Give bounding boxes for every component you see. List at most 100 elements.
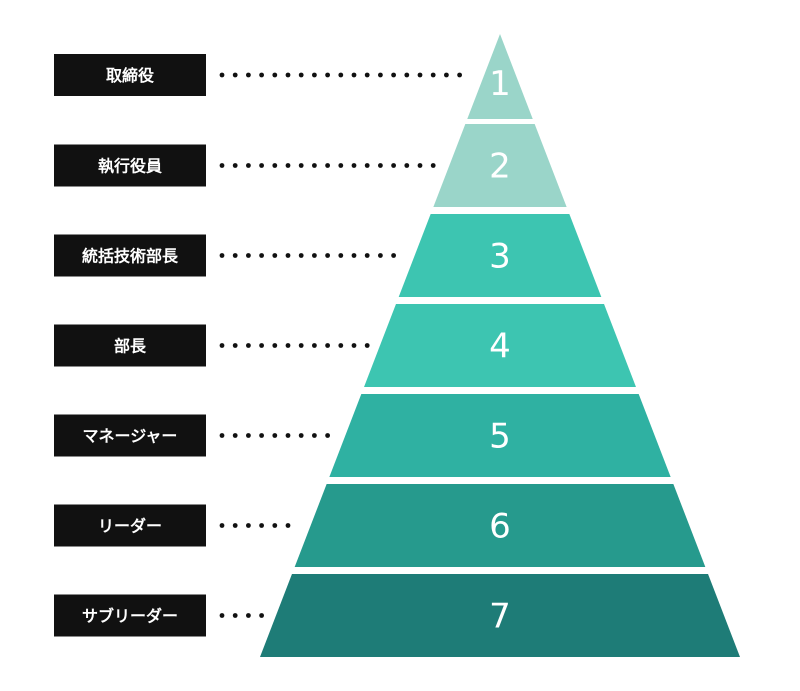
tier-number-2: 2	[489, 147, 511, 187]
role-label-box-2	[54, 144, 206, 187]
connector-dot	[246, 72, 251, 78]
connector-dot	[219, 343, 225, 348]
connector-dot	[391, 253, 396, 258]
role-label-box-1	[54, 54, 206, 96]
connector-dot	[378, 72, 383, 78]
connector-dot	[351, 72, 357, 78]
connector-dot	[272, 253, 278, 258]
pyramid-tier-2	[433, 124, 567, 207]
connector-dot	[312, 253, 317, 258]
connector-dot	[246, 163, 251, 168]
connector-dot	[232, 72, 238, 78]
connector-dot	[259, 163, 264, 168]
tier-number-3: 3	[489, 237, 511, 277]
connector-dot	[219, 163, 225, 168]
connector-dot	[391, 163, 396, 168]
role-label-7: サブリーダー	[82, 607, 178, 626]
connector-dot	[364, 72, 370, 78]
role-label-5: マネージャー	[83, 427, 178, 446]
connector-dot	[298, 72, 304, 78]
tier-number-5: 5	[489, 417, 511, 457]
role-label-box-7	[54, 594, 206, 637]
connector-dot	[430, 72, 436, 78]
connector-dot	[232, 523, 238, 528]
connector-dot	[285, 253, 291, 258]
connector-dot	[312, 163, 317, 168]
connector-dot	[298, 163, 304, 168]
connector-dot	[219, 253, 225, 258]
role-label-box-3	[54, 234, 206, 277]
dotted-connector-7	[219, 613, 264, 618]
connector-dot	[232, 253, 238, 258]
connector-dot	[285, 72, 291, 78]
connector-dot	[444, 72, 449, 78]
connector-dot	[312, 72, 317, 78]
connector-dot	[272, 343, 278, 348]
role-label-box-4	[54, 324, 206, 367]
connector-dot	[298, 343, 304, 348]
connector-dot	[259, 72, 264, 78]
connector-dot	[259, 343, 264, 348]
role-label-box-5	[54, 414, 206, 457]
connector-dot	[325, 163, 330, 168]
connector-dot	[246, 343, 251, 348]
connector-dot	[232, 433, 238, 438]
dotted-connector-4	[219, 343, 370, 348]
connector-dot	[219, 523, 225, 528]
role-label-6: リーダー	[98, 517, 162, 536]
connector-dot	[325, 343, 330, 348]
connector-dot	[246, 433, 251, 438]
pyramid-tier-5	[329, 394, 671, 477]
connector-dot	[312, 433, 317, 438]
role-label-2: 執行役員	[98, 157, 162, 176]
connector-dot	[259, 433, 264, 438]
connector-dot	[378, 163, 383, 168]
connector-dot	[378, 253, 383, 258]
connector-dot	[272, 433, 278, 438]
connector-dot	[259, 613, 264, 618]
connector-dot	[219, 613, 225, 618]
dotted-connector-3	[219, 253, 396, 258]
connector-dot	[272, 72, 278, 78]
connector-dot	[404, 163, 410, 168]
dotted-connector-5	[219, 433, 330, 438]
tier-number-6: 6	[489, 507, 511, 547]
dotted-connector-6	[219, 523, 291, 528]
connector-dot	[364, 253, 370, 258]
connector-dot	[338, 163, 344, 168]
role-label-box-6	[54, 504, 206, 547]
role-label-1: 取締役	[106, 66, 155, 85]
connector-dot	[285, 343, 291, 348]
connector-dot	[219, 72, 225, 78]
connector-dot	[457, 72, 462, 78]
connector-dot	[246, 253, 251, 258]
connector-dot	[285, 163, 291, 168]
tier-number-7: 7	[489, 597, 511, 637]
connector-dot	[338, 72, 344, 78]
connector-dot	[259, 253, 264, 258]
connector-dot	[404, 72, 410, 78]
connector-dot	[272, 163, 278, 168]
pyramid-tier-6	[294, 484, 706, 567]
connector-dot	[338, 343, 344, 348]
connector-dot	[298, 253, 304, 258]
connector-dot	[232, 163, 238, 168]
connector-dot	[246, 523, 251, 528]
connector-dot	[232, 613, 238, 618]
connector-dot	[325, 72, 330, 78]
connector-dot	[219, 433, 225, 438]
connector-dot	[338, 253, 344, 258]
connector-dot	[351, 343, 357, 348]
dotted-connectors	[219, 72, 462, 618]
connector-dot	[325, 433, 330, 438]
connector-dot	[325, 253, 330, 258]
connector-dot	[351, 253, 357, 258]
connector-dot	[285, 523, 291, 528]
connector-dot	[364, 163, 370, 168]
dotted-connector-2	[219, 163, 436, 168]
dotted-connector-1	[219, 72, 462, 78]
connector-dot	[272, 523, 278, 528]
connector-dot	[430, 163, 436, 168]
